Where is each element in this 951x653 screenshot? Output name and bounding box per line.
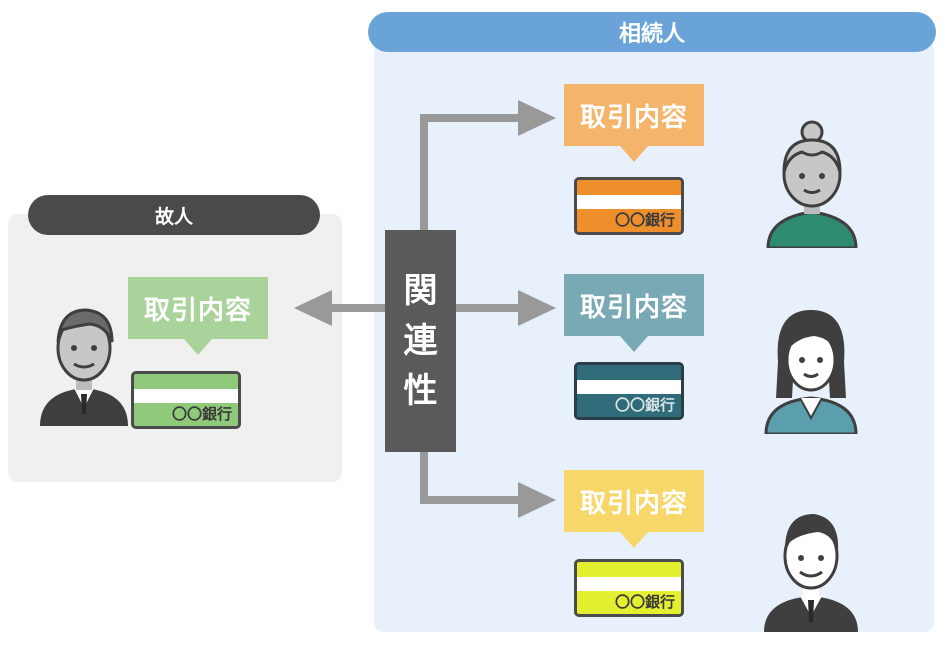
woman-icon (760, 302, 862, 436)
deceased-person-icon (34, 296, 134, 426)
heir-2-bank-label: 〇〇銀行 (614, 396, 675, 414)
relation-char-1: 関 (403, 271, 438, 311)
trunk-line (420, 114, 520, 232)
deceased-bank-label: 〇〇銀行 (171, 405, 232, 423)
deceased-header: 故人 (28, 195, 320, 235)
heir-1-transaction-label: 取引内容 (579, 102, 688, 133)
heirs-header: 相続人 (368, 12, 936, 52)
heir-2-transaction-label: 取引内容 (579, 292, 688, 323)
trunk-line-bottom (420, 450, 520, 504)
heir-1-bank-card: 〇〇銀行 (574, 177, 684, 235)
deceased-transaction-bubble: 取引内容 (128, 277, 268, 355)
relation-box: 関 連 性 (385, 230, 456, 452)
heir-2-bank-card: 〇〇銀行 (574, 362, 684, 420)
heir-3-bank-label: 〇〇銀行 (614, 593, 675, 611)
arrow-head-top (518, 100, 556, 136)
deceased-bank-card: 〇〇銀行 (131, 371, 241, 429)
man-icon (760, 500, 862, 632)
heir-3-transaction-label: 取引内容 (579, 488, 688, 519)
arrow-head-middle (518, 290, 556, 326)
arrow-head-bottom (518, 482, 556, 518)
heir-1-transaction-bubble: 取引内容 (564, 84, 704, 162)
relation-char-2: 連 (403, 321, 438, 361)
heir-2-transaction-bubble: 取引内容 (564, 274, 704, 352)
arrow-head-left (294, 290, 332, 326)
heir-3-transaction-bubble: 取引内容 (564, 470, 704, 548)
elderly-woman-icon (762, 116, 862, 250)
deceased-transaction-label: 取引内容 (143, 295, 252, 326)
relation-char-3: 性 (403, 371, 438, 411)
heir-1-bank-label: 〇〇銀行 (614, 211, 675, 229)
heir-3-bank-card: 〇〇銀行 (574, 559, 684, 617)
